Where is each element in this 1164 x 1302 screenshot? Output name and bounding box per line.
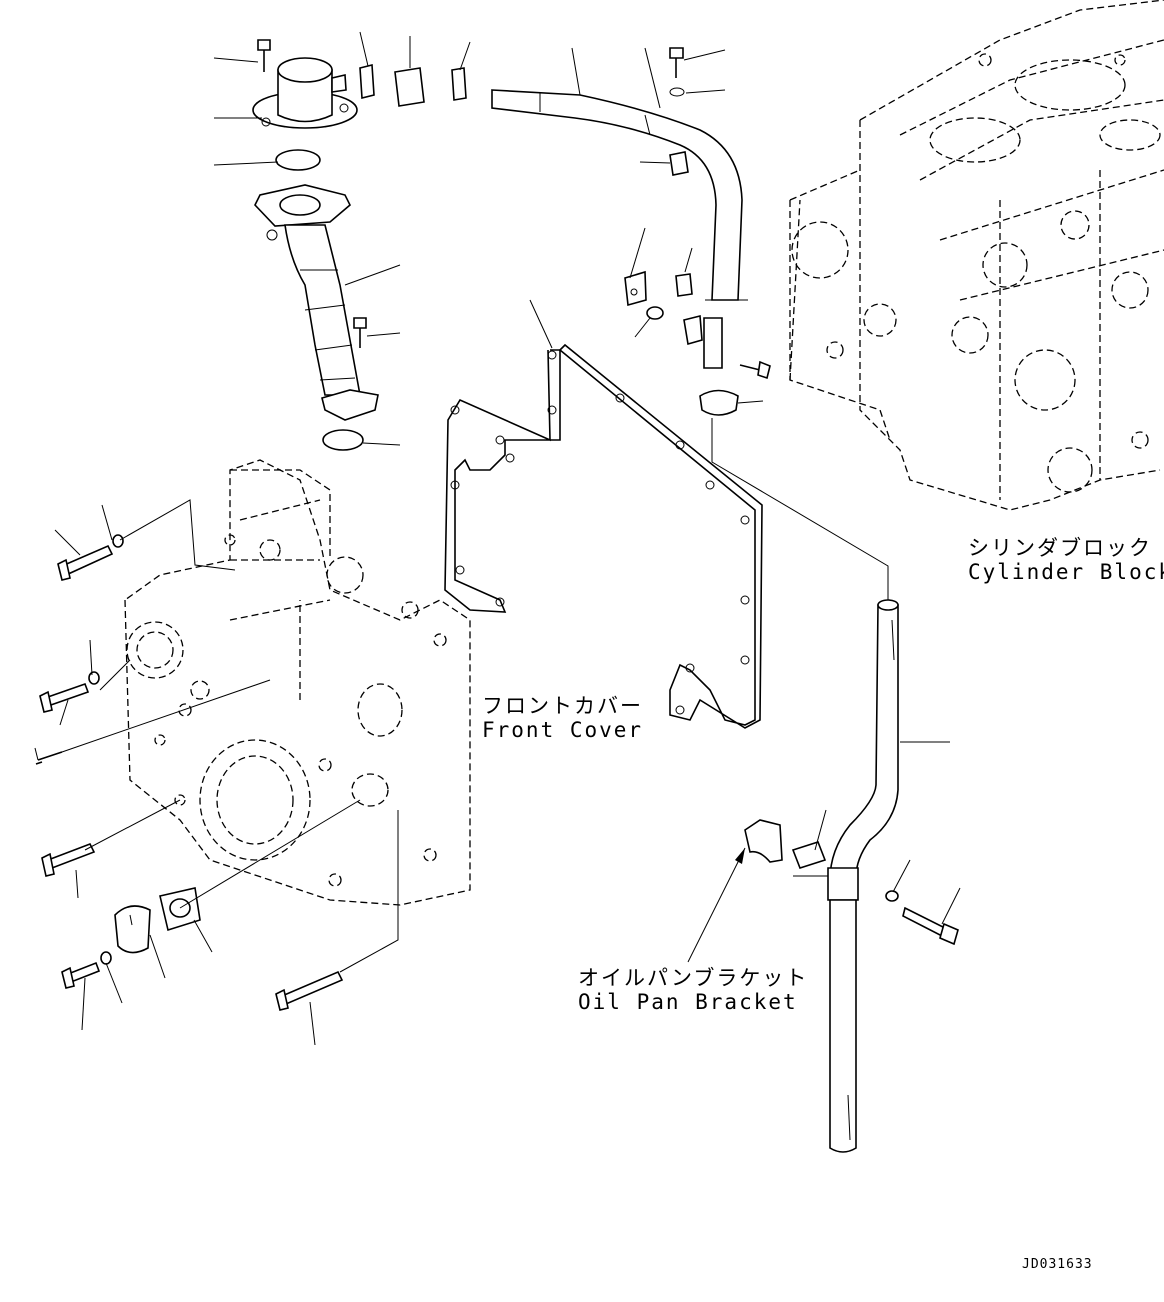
oil-pan-bracket-label-en: Oil Pan Bracket bbox=[578, 990, 798, 1014]
leader-lines bbox=[34, 31, 961, 1046]
breather-assembly bbox=[252, 39, 379, 451]
drawing-code: JD031633 bbox=[1022, 1257, 1093, 1272]
hose-clamps-top bbox=[359, 63, 467, 107]
front-cover-label-en: Front Cover bbox=[482, 718, 644, 742]
oil-level-gauge-guide bbox=[744, 599, 959, 1153]
bolts-left bbox=[35, 534, 344, 1011]
cylinder-block-label-en: Cylinder Block bbox=[968, 560, 1164, 584]
front-cover-drawing bbox=[124, 459, 471, 906]
cylinder-block-label: シリンダブロック Cylinder Block bbox=[968, 536, 1164, 584]
oil-pan-bracket-label: オイルパンブラケット Oil Pan Bracket bbox=[578, 966, 808, 1014]
cylinder-block-drawing bbox=[789, 0, 1164, 511]
front-cover-label-jp: フロントカバー bbox=[482, 694, 643, 718]
front-cover-gasket bbox=[444, 343, 763, 729]
breather-tube bbox=[491, 47, 771, 416]
cylinder-block-label-jp: シリンダブロック bbox=[968, 536, 1152, 560]
front-cover-label: フロントカバー Front Cover bbox=[482, 694, 643, 742]
oil-pan-bracket-label-jp: オイルパンブラケット bbox=[578, 966, 809, 990]
